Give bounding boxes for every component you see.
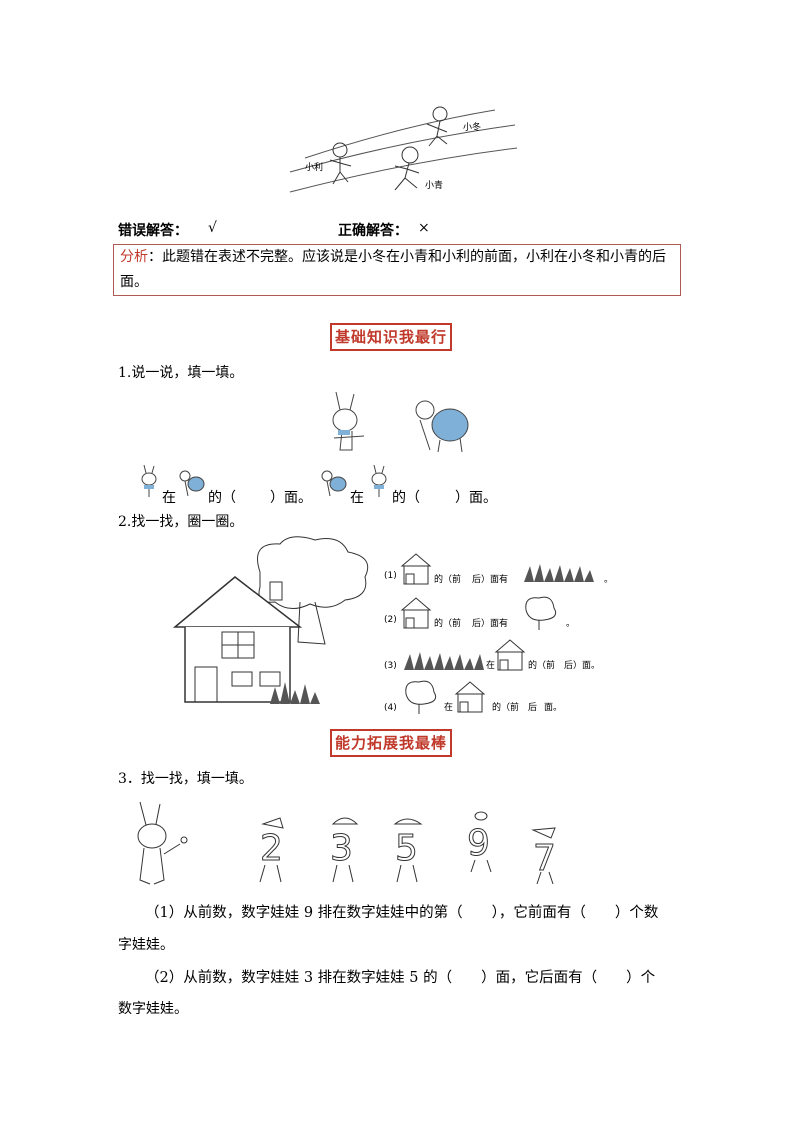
- right-answer-mark: ×: [418, 220, 430, 236]
- number-doll-9: 9: [467, 811, 492, 873]
- fill-text: 的（: [392, 490, 420, 506]
- item-number: (2): [384, 615, 397, 625]
- svg-text:。: 。: [604, 575, 613, 585]
- question-1-prompt: 1.说一说，填一填。: [118, 365, 244, 381]
- question-3-prompt: 3．找一找，填一填。: [118, 771, 253, 787]
- q3-sub2-line2: 数字娃娃。: [118, 1001, 188, 1017]
- fill-text: 在: [162, 490, 176, 506]
- house-icon: [172, 576, 303, 703]
- analysis-box: 分析：此题错在表述不完整。应该说是小冬在小青和小利的前面，小利在小冬和小青的后面…: [113, 244, 681, 296]
- rabbit-and-turtle-illustration: [332, 391, 469, 453]
- fill-text: ）面。: [270, 490, 312, 506]
- number-doll-3: 3: [330, 817, 359, 883]
- svg-text:后: 后: [528, 702, 537, 713]
- svg-text:的（前: 的（前: [528, 659, 555, 671]
- small-rabbit-icon: [371, 465, 387, 497]
- wrong-answer-mark: √: [208, 220, 217, 236]
- q3-sub1-line2: 字娃娃。: [118, 937, 174, 953]
- analysis-text: ：此题错在表述不完整。应该说是小冬在小青和小利的前面，小利在小冬和小青的后面。: [120, 249, 666, 290]
- fill-text: ）面。: [455, 490, 497, 506]
- svg-text:5: 5: [395, 828, 418, 869]
- girl-runner-icon: [426, 106, 448, 147]
- item-number: (1): [384, 571, 397, 581]
- boy-runner-icon: [329, 142, 352, 185]
- fill-text: 的（: [208, 490, 236, 506]
- number-doll-2: 2: [260, 817, 284, 883]
- svg-text:后）面。: 后）面。: [564, 660, 600, 671]
- q2-item-1: (1) 的（前 后）面有 。: [384, 548, 644, 592]
- number-dolls-row: 2 3 5 9 7: [245, 810, 575, 890]
- track-line: [289, 147, 518, 193]
- small-tree-icon: [525, 596, 557, 630]
- label-xiaodong: 小冬: [463, 121, 481, 133]
- small-tree-icon: [405, 680, 437, 714]
- q2-item-3: (3) 在 的（前 后）面。: [384, 634, 624, 678]
- turtle-icon: [415, 400, 469, 453]
- track-line: [304, 109, 496, 159]
- wrong-answer-label: 错误解答：: [118, 223, 188, 239]
- number-doll-5: 5: [393, 818, 423, 883]
- svg-text:9: 9: [467, 823, 490, 864]
- grass-icon: [404, 652, 484, 670]
- svg-text:后）面有: 后）面有: [472, 573, 508, 585]
- q2-item-2: (2) 的（前 后）面有 。: [384, 592, 604, 636]
- label-xiaoli: 小利: [305, 161, 323, 173]
- analysis-label: 分析: [120, 249, 148, 265]
- track-line: [289, 124, 516, 173]
- svg-text:面。: 面。: [544, 702, 562, 713]
- svg-text:。: 。: [566, 619, 575, 629]
- svg-text:的（前: 的（前: [434, 617, 461, 629]
- number-doll-7: 7: [531, 827, 556, 885]
- rabbit-icon: [332, 391, 365, 451]
- small-rabbit-icon: [141, 465, 157, 497]
- q3-sub2-line1: （2）从前数，数字娃娃 3 排在数字娃娃 5 的（ ）面，它后面有（ ）个: [145, 970, 656, 986]
- q2-item-4: (4) 在 的（前 后 面。: [384, 676, 604, 720]
- grass-icon: [524, 564, 594, 582]
- small-turtle-icon: [179, 470, 205, 497]
- small-turtle-icon: [321, 470, 347, 497]
- grass-icon: [270, 682, 320, 704]
- svg-text:后）面有: 后）面有: [472, 617, 508, 629]
- rabbit-pointing-icon: [137, 801, 188, 885]
- label-xiaoqing: 小青: [425, 179, 443, 191]
- svg-text:的（前: 的（前: [492, 701, 519, 713]
- small-house-icon: [494, 639, 526, 671]
- svg-text:在: 在: [444, 701, 453, 713]
- svg-text:3: 3: [330, 828, 353, 869]
- fill-text: 在: [350, 490, 364, 506]
- svg-text:7: 7: [533, 838, 556, 879]
- running-children-illustration: 小冬 小利 小青: [289, 106, 518, 193]
- house-and-tree-illustration: [172, 536, 369, 704]
- svg-text:的（前: 的（前: [434, 573, 461, 585]
- svg-text:在: 在: [486, 659, 495, 671]
- item-number: (4): [384, 703, 397, 713]
- section-title-basic: 基础知识我最行: [330, 323, 453, 351]
- right-answer-label: 正确解答：: [338, 223, 408, 239]
- question-2-prompt: 2.找一找，圈一圈。: [118, 514, 244, 530]
- tree-icon: [257, 536, 369, 645]
- svg-text:2: 2: [260, 828, 283, 869]
- girl-runner-icon: [394, 146, 420, 191]
- small-house-icon: [400, 553, 432, 585]
- item-number: (3): [384, 661, 397, 671]
- small-house-icon: [400, 597, 432, 629]
- small-house-icon: [454, 681, 486, 713]
- section-title-advanced: 能力拓展我最棒: [330, 729, 453, 757]
- q3-sub1-line1: （1）从前数，数字娃娃 9 排在数字娃娃中的第（ ），它前面有（ ）个数: [145, 905, 659, 921]
